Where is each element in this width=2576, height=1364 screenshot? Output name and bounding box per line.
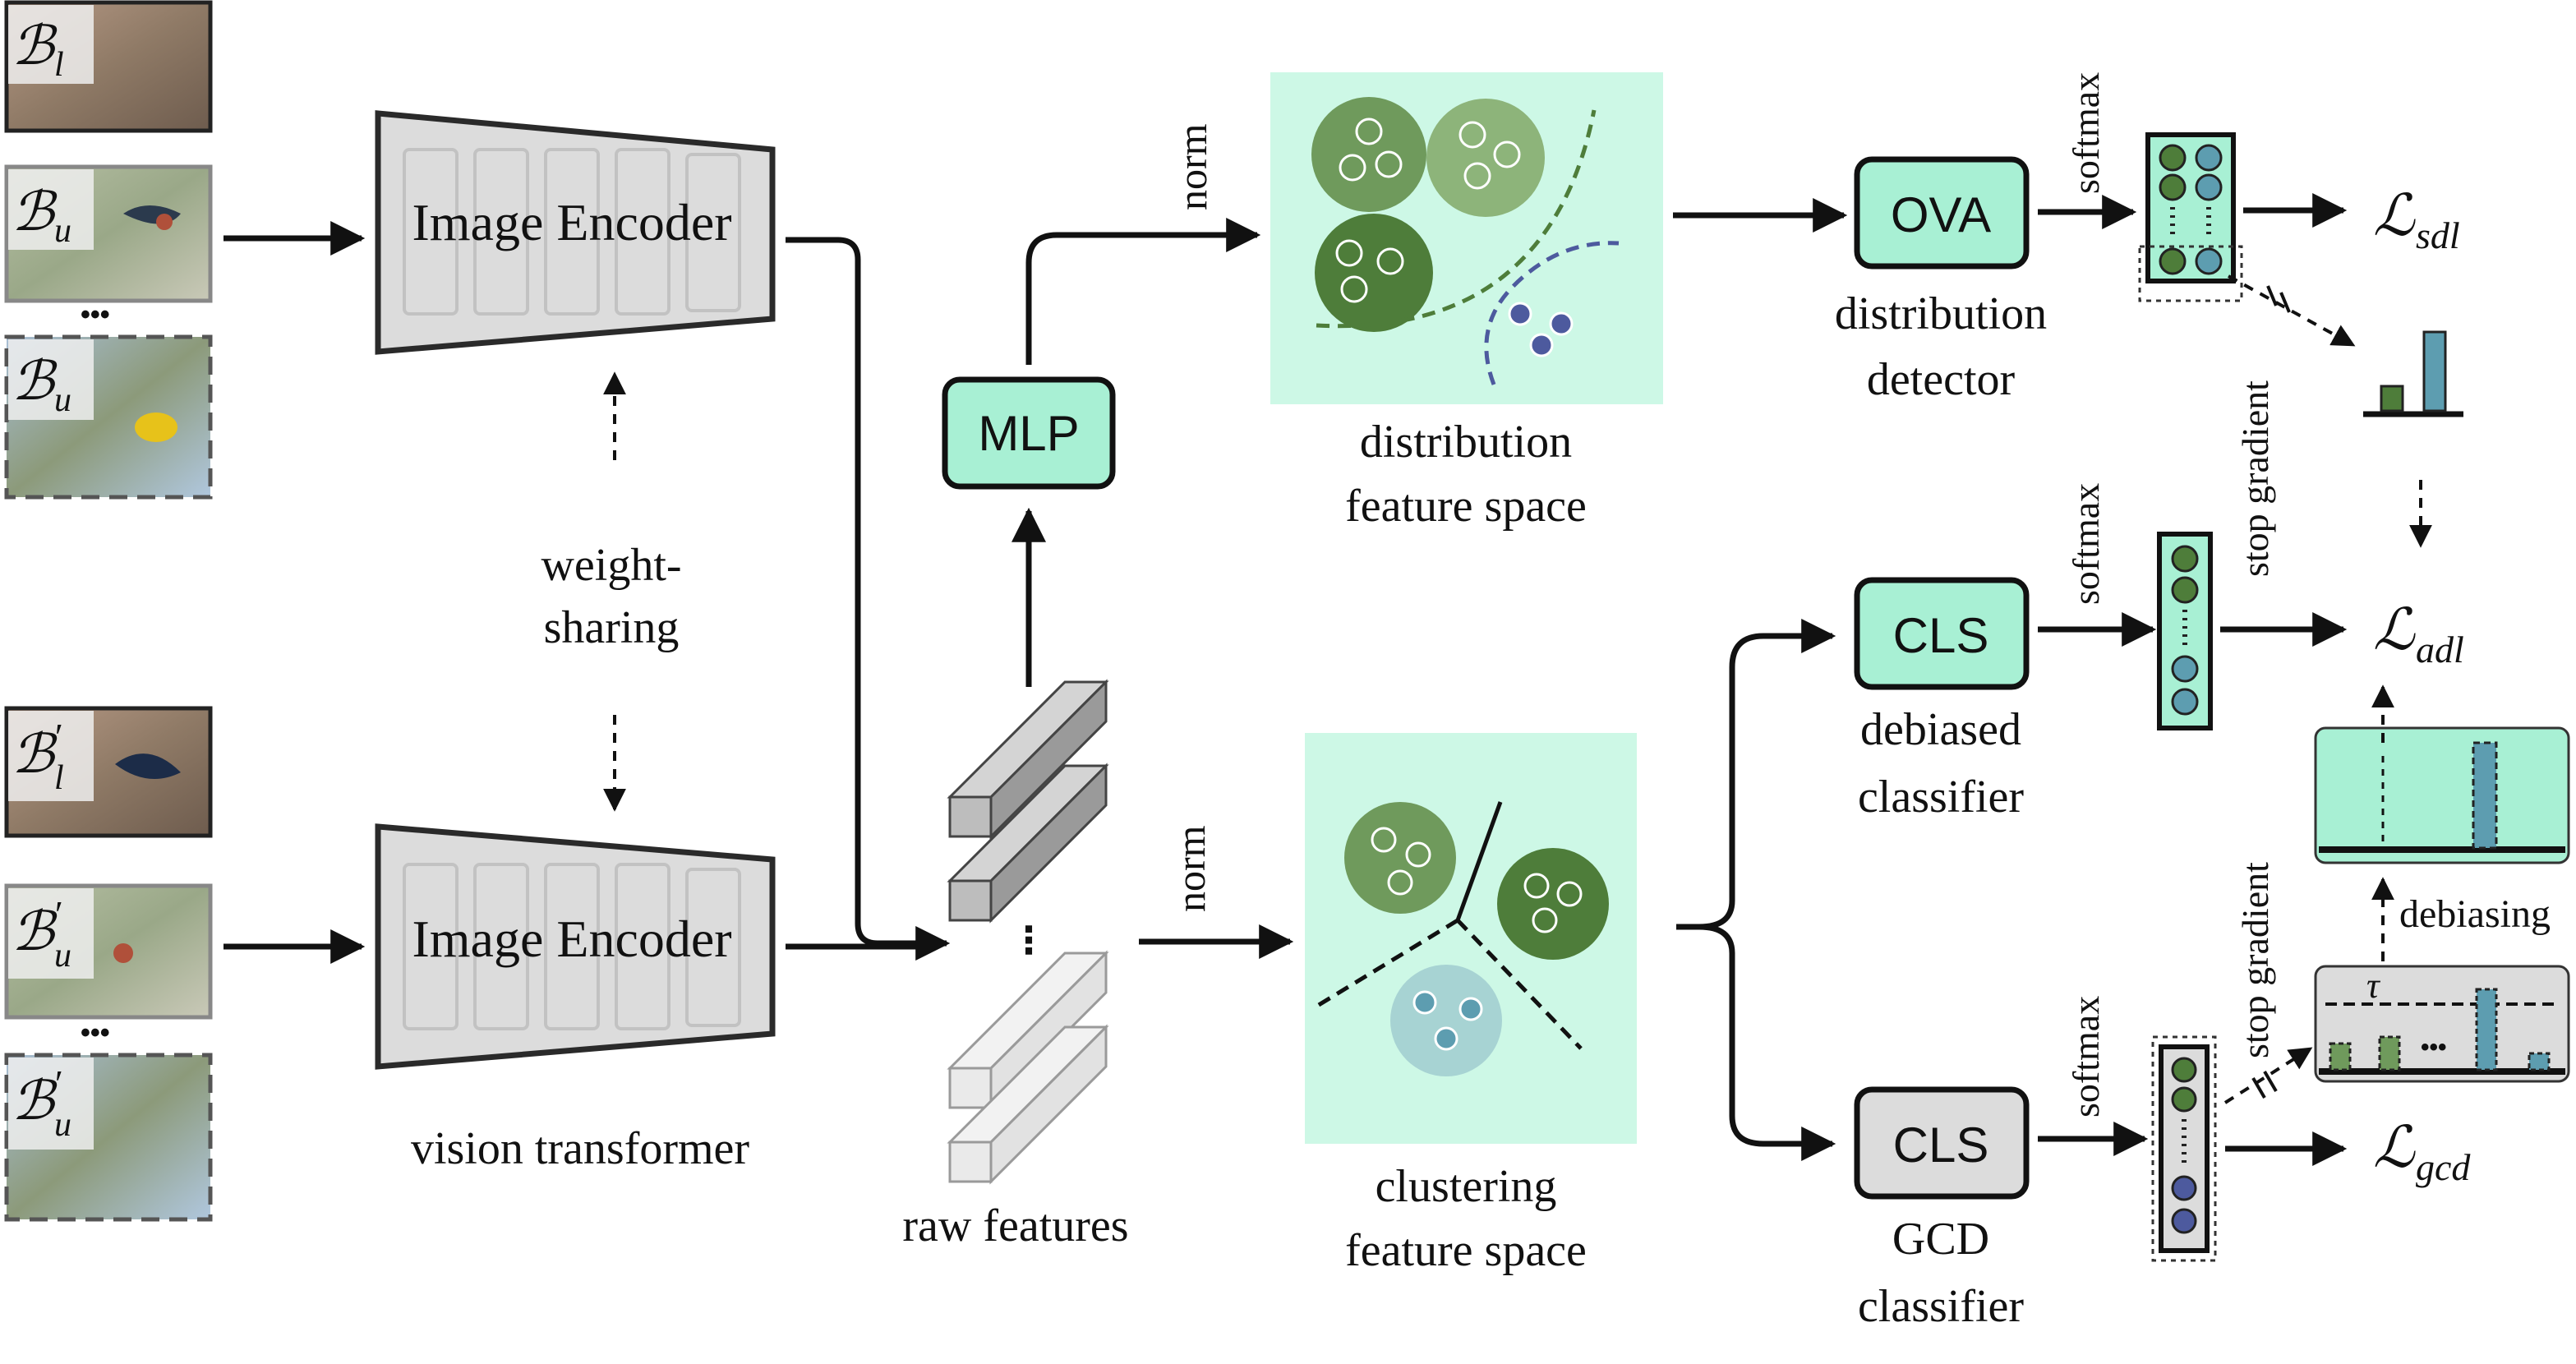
svg-text:sdl: sdl	[2416, 214, 2460, 256]
encoder-bottom-label: Image Encoder	[412, 910, 731, 968]
image-encoder-bottom: Image Encoder	[375, 823, 776, 1070]
prob-vector-ova	[2138, 132, 2243, 302]
ova-block: OVA	[1854, 156, 2030, 270]
raw-feature-light-1	[947, 950, 1109, 1111]
weight-sharing-line2: sharing	[544, 602, 680, 653]
svg-text:ℬ: ℬ	[12, 725, 58, 785]
brace-to-classifiers	[1676, 619, 1836, 1161]
dist-cluster-1	[1311, 97, 1426, 212]
cls-gcd-block: CLS	[1854, 1086, 2030, 1200]
clu-cluster-1	[1344, 802, 1456, 914]
loss-sdl: ℒ sdl	[2373, 185, 2460, 256]
mlp-block: MLP	[942, 376, 1116, 490]
cls-debiased-caption-1: debiased	[1860, 704, 2021, 755]
raw-features-label: raw features	[902, 1200, 1128, 1251]
cls-debiased-block: CLS	[1854, 577, 2030, 690]
svg-text:l: l	[54, 759, 64, 797]
distribution-space-label-2: feature space	[1345, 481, 1587, 532]
stop-gradient-label-top: stop gradient	[2234, 380, 2276, 577]
svg-text:adl: adl	[2416, 629, 2464, 670]
input-image-bu-prime: ℬ ′ u	[4, 883, 213, 1020]
tau-label: τ	[2366, 965, 2381, 1006]
svg-text:CLS: CLS	[1893, 608, 1989, 663]
dist-cluster-3	[1315, 214, 1433, 332]
svg-text:l: l	[54, 46, 64, 84]
input-image-bu-prime-aug: ℬ ′ u	[4, 1053, 213, 1222]
input-image-bu-aug: ℬ u	[4, 334, 213, 500]
clustering-feature-space	[1305, 733, 1637, 1144]
biased-histogram: τ •••	[2314, 965, 2570, 1083]
svg-text:u: u	[54, 1106, 71, 1144]
stop-gradient-bottom	[2223, 1047, 2313, 1104]
svg-text:ℬ: ℬ	[12, 182, 58, 242]
clu-cluster-2	[1497, 848, 1609, 960]
image-encoder-top: Image Encoder	[375, 110, 776, 355]
svg-text:ℬ: ℬ	[12, 16, 58, 76]
svg-text:u: u	[54, 212, 71, 250]
clu-cluster-3	[1390, 965, 1502, 1076]
histogram-dots: •••	[2421, 1034, 2447, 1061]
debiased-histogram	[2314, 726, 2570, 864]
input-image-bl-prime: ℬ ′ l	[4, 706, 213, 838]
raw-features-ellipsis: ⋮	[1010, 919, 1048, 961]
svg-text:′: ′	[53, 1062, 62, 1104]
svg-text:u: u	[54, 937, 71, 975]
clustering-space-label-2: feature space	[1345, 1225, 1587, 1276]
debiasing-label: debiasing	[2399, 892, 2551, 936]
cls-gcd-caption-2: classifier	[1858, 1281, 2024, 1332]
mini-bar-chart-sdl	[2363, 330, 2463, 417]
svg-text:MLP: MLP	[978, 406, 1079, 461]
svg-text:ℬ: ℬ	[12, 352, 58, 412]
arrow-mlp-to-distribution	[1025, 218, 1261, 365]
prob-vector-debiased	[2157, 532, 2213, 730]
svg-text:ℒ: ℒ	[2373, 185, 2416, 248]
distribution-feature-space	[1270, 72, 1663, 404]
svg-text:gcd: gcd	[2416, 1146, 2471, 1188]
vision-transformer-label: vision transformer	[411, 1123, 749, 1174]
prob-vector-gcd	[2151, 1035, 2217, 1262]
ova-caption-1: distribution	[1835, 288, 2047, 339]
svg-text:u: u	[54, 381, 71, 419]
svg-text:ℒ: ℒ	[2373, 1117, 2416, 1180]
svg-text:ℒ: ℒ	[2373, 599, 2416, 662]
svg-text:ℬ: ℬ	[12, 902, 58, 962]
svg-text:ℬ: ℬ	[12, 1071, 58, 1131]
stop-gradient-label-bottom: stop gradient	[2234, 862, 2276, 1058]
clustering-space-label-1: clustering	[1376, 1161, 1557, 1212]
input-ellipsis-bottom: •••	[81, 1017, 110, 1048]
softmax-label-bottom: softmax	[2065, 996, 2107, 1117]
cls-debiased-caption-2: classifier	[1858, 772, 2024, 823]
loss-gcd: ℒ gcd	[2373, 1117, 2471, 1188]
norm-top-label: norm	[1169, 123, 1215, 210]
ova-caption-2: detector	[1867, 354, 2016, 405]
input-ellipsis-top: •••	[81, 299, 110, 330]
input-image-bu: ℬ u	[4, 164, 213, 303]
svg-text:′: ′	[53, 893, 62, 935]
dist-cluster-2	[1426, 99, 1545, 217]
arrow-encoder-top-to-raw	[786, 237, 951, 961]
softmax-label-top: softmax	[2065, 72, 2107, 194]
norm-bottom-label: norm	[1168, 825, 1214, 912]
encoder-top-label: Image Encoder	[412, 193, 731, 251]
cls-gcd-caption-1: GCD	[1892, 1214, 1989, 1265]
raw-feature-dark-2	[947, 763, 1109, 924]
softmax-label-mid: softmax	[2065, 483, 2107, 605]
raw-feature-light-2	[947, 1024, 1109, 1185]
svg-text:CLS: CLS	[1893, 1117, 1989, 1173]
svg-text:′: ′	[53, 716, 62, 758]
weight-sharing-line1: weight-	[541, 540, 681, 591]
input-image-bl: ℬ l	[4, 0, 213, 133]
distribution-space-label-1: distribution	[1360, 417, 1572, 468]
stop-gradient-top	[2228, 274, 2356, 347]
loss-adl: ℒ adl	[2373, 599, 2464, 670]
raw-feature-dark-1	[947, 679, 1109, 840]
svg-text:OVA: OVA	[1891, 187, 1991, 242]
